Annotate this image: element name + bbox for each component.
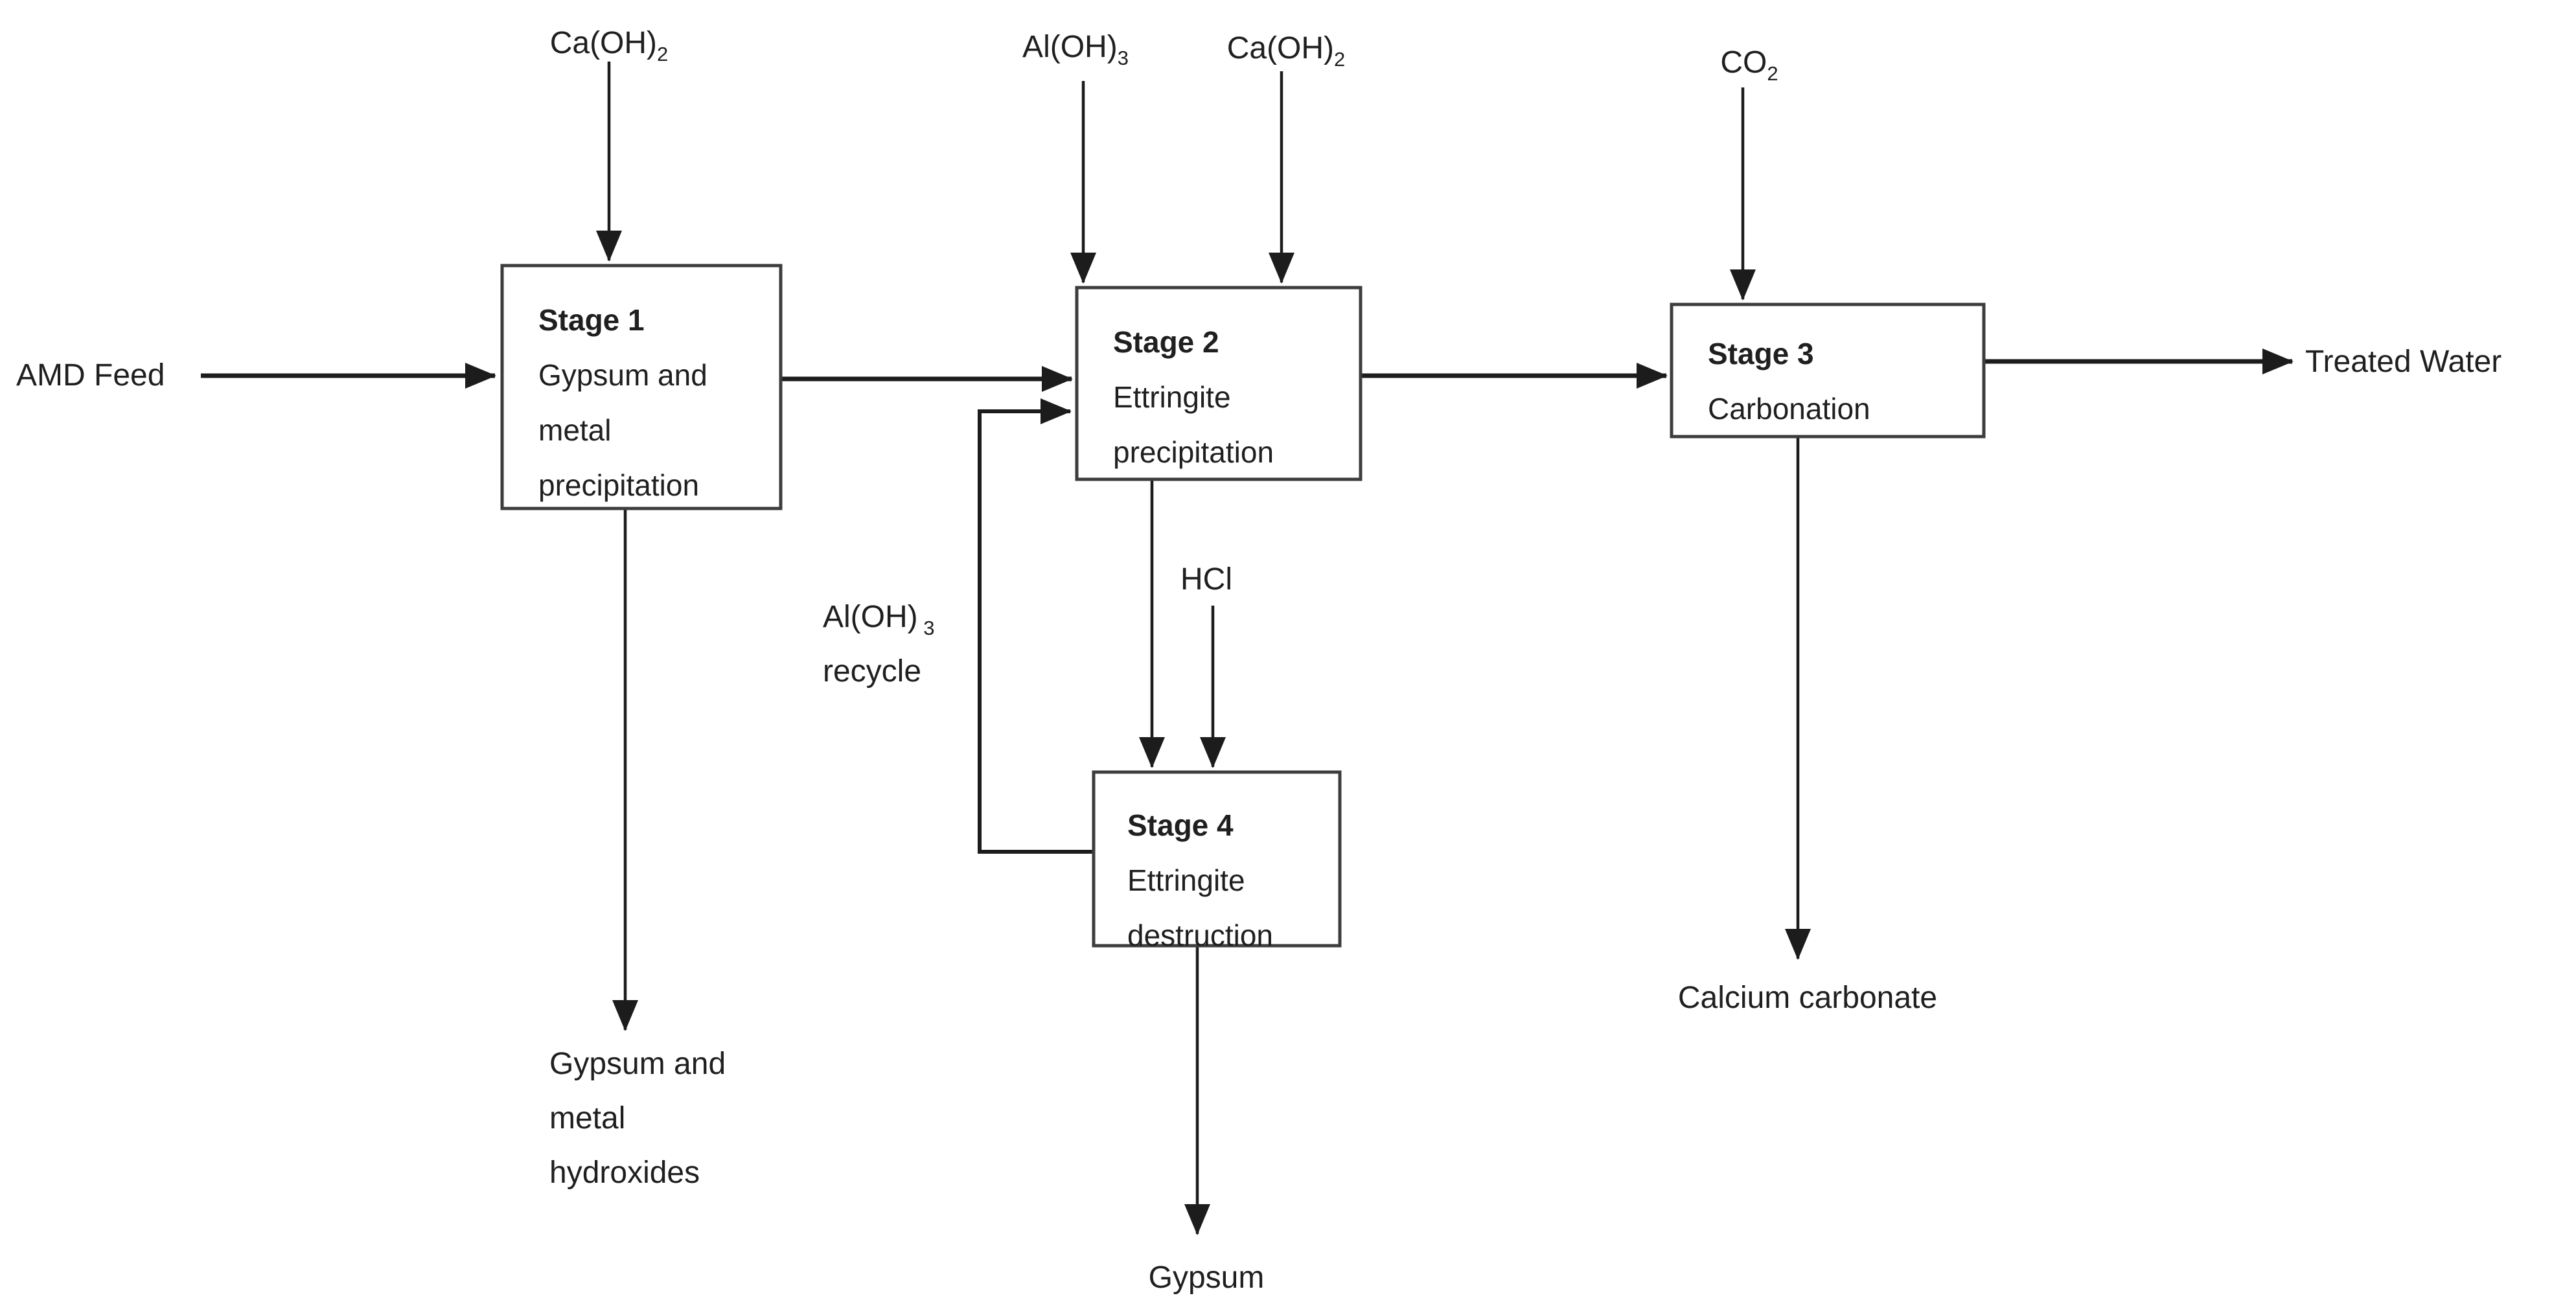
- flow-arrow-stage4-recycle-to-stage2: [978, 398, 1096, 854]
- stage-title-stage1: Stage 1: [538, 303, 645, 337]
- stage-title-stage3: Stage 3: [1708, 337, 1814, 371]
- label-text-ca-oh-2-stage2-line1: Ca(OH)2: [1227, 31, 1346, 71]
- label-text-al-oh-3-recycle-line2: recycle: [823, 654, 921, 689]
- stage-box-stage2: [1075, 286, 1363, 481]
- label-text-gypsum-metal-hydroxides-line2: metal: [549, 1101, 625, 1135]
- stage-text-stage1: precipitation: [538, 468, 699, 502]
- stage-text-stage2: precipitation: [1113, 435, 1274, 469]
- stage-node-stage4: Stage 4 Ettringite destruction: [1092, 770, 1342, 952]
- label-text-treated-water-line1: Treated Water: [2305, 345, 2501, 379]
- label-calcium-carbonate: Calcium carbonate: [1678, 981, 1937, 1015]
- stage-text-stage1: Gypsum and: [538, 358, 707, 392]
- label-al-oh-3-recycle: Al(OH) 3 recycle: [823, 600, 935, 689]
- label-hcl-stage4: HCl: [1180, 562, 1232, 597]
- stage-box-stage1: [500, 264, 783, 510]
- stage-node-stage2: Stage 2 Ettringite precipitation: [1075, 286, 1363, 481]
- label-text-co2-stage3-line1: CO2: [1720, 45, 1778, 85]
- stage-text-stage4: Ettringite: [1127, 863, 1245, 897]
- label-text-amd-feed-line1: AMD Feed: [16, 358, 165, 393]
- label-text-gypsum-output-line1: Gypsum: [1149, 1260, 1265, 1295]
- stage-node-stage3: Stage 3 Carbonation: [1670, 302, 1986, 439]
- stage-text-stage3: Carbonation: [1708, 392, 1870, 426]
- label-text-hcl-stage4-line1: HCl: [1180, 562, 1232, 597]
- label-text-al-oh-3-recycle-line1: Al(OH) 3: [823, 600, 935, 639]
- label-amd-feed: AMD Feed: [16, 358, 165, 393]
- stage-box-stage3: [1670, 302, 1986, 439]
- label-text-ca-oh-2-stage1-line1: Ca(OH)2: [550, 26, 669, 65]
- label-ca-oh-2-stage2: Ca(OH)2: [1227, 31, 1346, 71]
- label-text-gypsum-metal-hydroxides-line1: Gypsum and: [549, 1047, 726, 1081]
- label-co2-stage3: CO2: [1720, 45, 1778, 85]
- stage-title-stage2: Stage 2: [1113, 325, 1219, 359]
- label-gypsum-output: Gypsum: [1149, 1260, 1265, 1295]
- label-gypsum-metal-hydroxides: Gypsum and metal hydroxides: [549, 1047, 726, 1190]
- stage-node-stage1: Stage 1 Gypsum and metal precipitation: [500, 264, 783, 510]
- label-ca-oh-2-stage1: Ca(OH)2: [550, 26, 669, 65]
- stage-text-stage2: Ettringite: [1113, 380, 1231, 414]
- label-text-gypsum-metal-hydroxides-line3: hydroxides: [549, 1156, 700, 1190]
- stage-text-stage4: destruction: [1127, 918, 1273, 952]
- label-treated-water: Treated Water: [2305, 345, 2501, 379]
- stage-box-stage4: [1092, 770, 1342, 948]
- stage-text-stage1: metal: [538, 413, 611, 447]
- stage-title-stage4: Stage 4: [1127, 808, 1234, 842]
- label-text-calcium-carbonate-line1: Calcium carbonate: [1678, 981, 1937, 1015]
- label-text-al-oh-3-stage2-line1: Al(OH)3: [1022, 30, 1129, 69]
- label-al-oh-3-stage2: Al(OH)3: [1022, 30, 1129, 69]
